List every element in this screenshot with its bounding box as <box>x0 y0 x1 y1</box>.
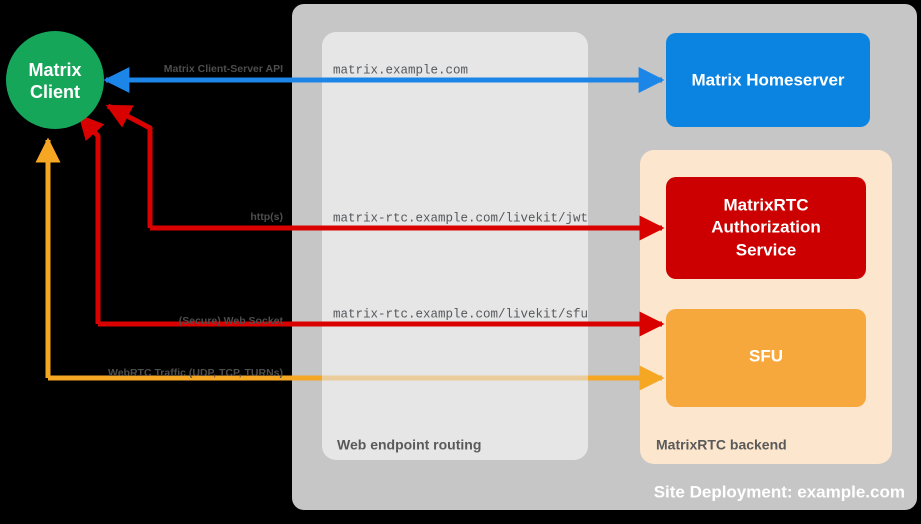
matrixrtc-authorization-service-box[interactable] <box>666 177 866 279</box>
endpoint-label-matrix: matrix.example.com <box>333 63 468 77</box>
edge-label-https: http(s) <box>250 211 283 223</box>
edge-https-auth <box>105 103 665 241</box>
edge-websocket-path <box>78 114 105 324</box>
edge-label-webrtc: WebRTC Traffic (UDP, TCP, TURNs) <box>108 367 283 379</box>
site-deployment-label: Site Deployment: example.com <box>654 482 905 501</box>
sfu-box[interactable] <box>666 309 866 407</box>
matrix-homeserver-box[interactable] <box>666 33 870 127</box>
matrix-homeserver-label: Matrix Homeserver <box>691 70 844 89</box>
matrixrtc-backend-label: MatrixRTC backend <box>656 437 787 453</box>
edge-label-websocket: (Secure) Web Socket <box>179 315 284 327</box>
node-matrixrtc-authorization-service[interactable]: MatrixRTC Authorization Service <box>666 177 866 279</box>
endpoint-label-sfu: matrix-rtc.example.com/livekit/sfu <box>333 307 588 321</box>
node-matrix-client[interactable]: Matrix Client <box>6 31 104 129</box>
matrix-client-circle[interactable] <box>6 31 104 129</box>
edge-label-client-server-api: Matrix Client-Server API <box>164 63 283 75</box>
endpoint-label-jwt: matrix-rtc.example.com/livekit/jwt <box>333 211 588 225</box>
matrix-client-label-line2: Client <box>30 82 80 102</box>
edge-webrtc-traffic <box>35 137 665 391</box>
node-sfu[interactable]: SFU <box>666 309 866 407</box>
matrix-client-label-line1: Matrix <box>28 60 81 80</box>
auth-service-label-line2: Authorization <box>711 217 821 236</box>
web-endpoint-routing-group <box>322 32 588 460</box>
auth-service-label-line1: MatrixRTC <box>723 195 808 214</box>
edge-https-path <box>105 103 153 228</box>
web-endpoint-routing-label: Web endpoint routing <box>337 437 481 453</box>
edge-websocket-sfu <box>78 114 665 337</box>
sfu-label: SFU <box>749 346 783 365</box>
node-matrix-homeserver[interactable]: Matrix Homeserver <box>666 33 870 127</box>
auth-service-label-line3: Service <box>736 240 797 259</box>
